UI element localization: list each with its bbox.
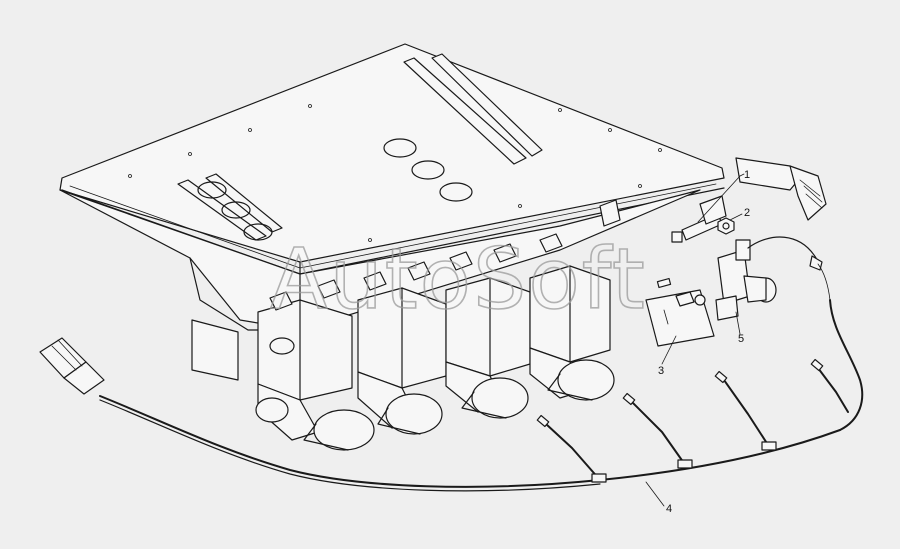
part-1-bolt xyxy=(671,175,741,243)
callout-2: 2 xyxy=(744,207,750,219)
part-3-plate xyxy=(645,277,715,365)
hopper-frame xyxy=(59,43,725,381)
callout-1: 1 xyxy=(744,169,750,181)
callout-4: 4 xyxy=(666,503,672,515)
callout-5: 5 xyxy=(738,333,744,345)
part-5-sensor xyxy=(715,236,823,335)
part-4-wiring-harness xyxy=(39,263,864,507)
callout-3: 3 xyxy=(658,365,664,377)
watermark-logo: AutoSoft xyxy=(270,230,647,328)
part-2-nut xyxy=(717,213,743,235)
side-bracket xyxy=(735,157,827,221)
metering-units xyxy=(255,199,621,451)
leader-lines xyxy=(739,173,745,177)
